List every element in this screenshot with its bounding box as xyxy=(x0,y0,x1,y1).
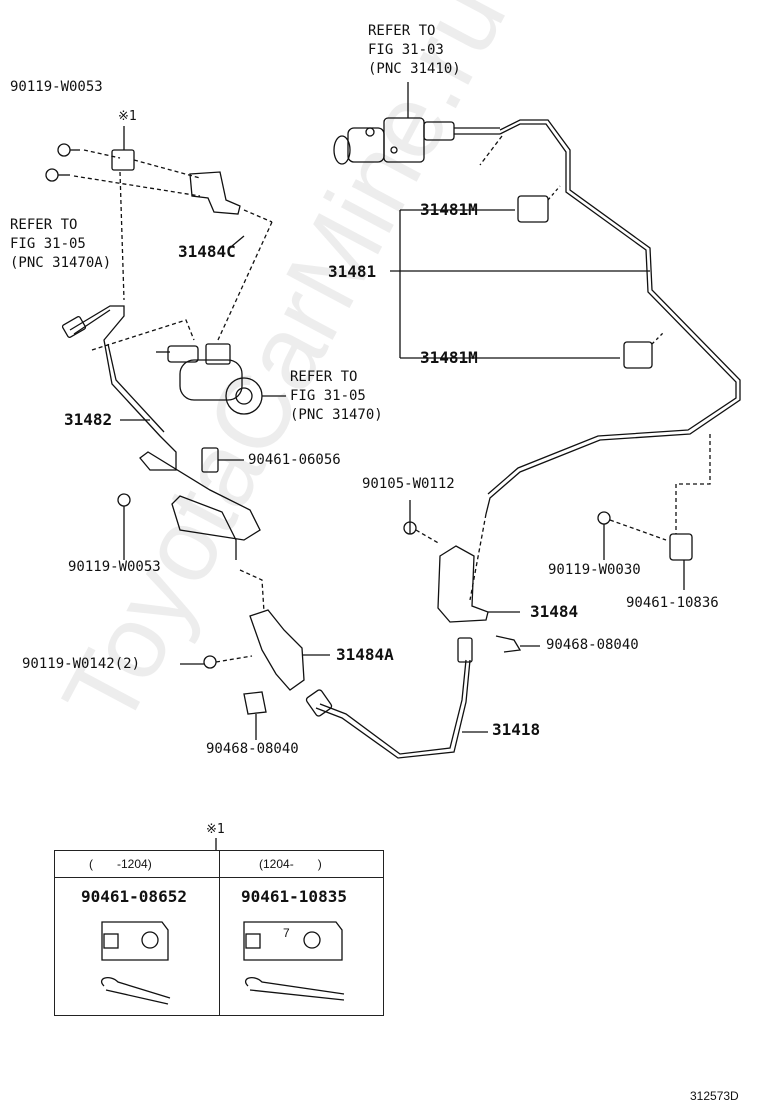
part-90468-08040-left: 90468-08040 xyxy=(206,741,299,757)
part-90461-10836: 90461-10836 xyxy=(626,595,719,611)
ref-left-line2: FIG 31-05 xyxy=(10,236,86,252)
part-31481M-b: 31481M xyxy=(420,348,478,367)
clip-90461-06056 xyxy=(201,447,219,473)
table-divider xyxy=(219,851,220,1015)
variant-table: ( -1204) (1204- ) 90461-08652 90461-1083… xyxy=(54,850,384,1016)
part-90119-W0053-top: 90119-W0053 xyxy=(10,79,103,95)
diagram-id: 312573D xyxy=(690,1089,739,1103)
table-col1-header: ( -1204) xyxy=(89,857,152,871)
ref-left-line1: REFER TO xyxy=(10,217,78,233)
part-31484: 31484 xyxy=(530,602,579,621)
ref-middle-line2: FIG 31-05 xyxy=(290,388,366,404)
clamp-90461-10836 xyxy=(669,533,693,561)
part-31484A: 31484A xyxy=(336,645,394,664)
ref-middle-line1: REFER TO xyxy=(290,369,358,385)
note-symbol-top: ※1 xyxy=(118,109,137,124)
bracket-31484 xyxy=(437,545,489,623)
clip-90468-08040-left xyxy=(243,691,267,715)
part-90105-W0112: 90105-W0112 xyxy=(362,476,455,492)
part-31418: 31418 xyxy=(492,720,541,739)
part-31481: 31481 xyxy=(328,262,377,281)
ref-left-line3: (PNC 31470A) xyxy=(10,255,112,271)
clutch-tube-31482 xyxy=(69,305,261,560)
clutch-line-31481 xyxy=(485,119,741,515)
clutch-master-cylinder xyxy=(333,82,500,165)
clamp-31481M-bottom xyxy=(623,341,653,369)
clamp-31481M-top xyxy=(517,195,549,223)
ref-top-line3: (PNC 31410) xyxy=(368,61,461,77)
part-90468-08040-right: 90468-08040 xyxy=(546,637,639,653)
part-31482: 31482 xyxy=(64,410,113,429)
part-31481M-a: 31481M xyxy=(420,200,478,219)
clip-90468-08040-right xyxy=(495,635,522,653)
part-31484C: 31484C xyxy=(178,242,236,261)
table-col2-part: 90461-10835 xyxy=(241,887,347,906)
part-90119-W0053-bottom: 90119-W0053 xyxy=(68,559,161,575)
table-col2-mark: 7 xyxy=(283,926,290,940)
table-col1-part: 90461-08652 xyxy=(81,887,187,906)
clip-90461-10835-drawing xyxy=(243,921,345,1001)
clutch-hose-31418 xyxy=(319,659,467,755)
table-col2-header: (1204- ) xyxy=(259,857,322,871)
part-90461-06056: 90461-06056 xyxy=(248,452,341,468)
bracket-31484A xyxy=(249,609,305,691)
clip-note-1 xyxy=(111,149,135,171)
ref-middle-line3: (PNC 31470) xyxy=(290,407,383,423)
note-symbol-table: ※1 xyxy=(206,822,225,837)
bracket-31484C xyxy=(189,171,241,215)
release-cylinder xyxy=(156,343,286,415)
ref-top-line1: REFER TO xyxy=(368,23,436,39)
part-90119-W0142: 90119-W0142(2) xyxy=(22,656,141,672)
clip-90461-08652-drawing xyxy=(101,921,171,1005)
ref-top-line2: FIG 31-03 xyxy=(368,42,444,58)
part-90119-W0030: 90119-W0030 xyxy=(548,562,641,578)
